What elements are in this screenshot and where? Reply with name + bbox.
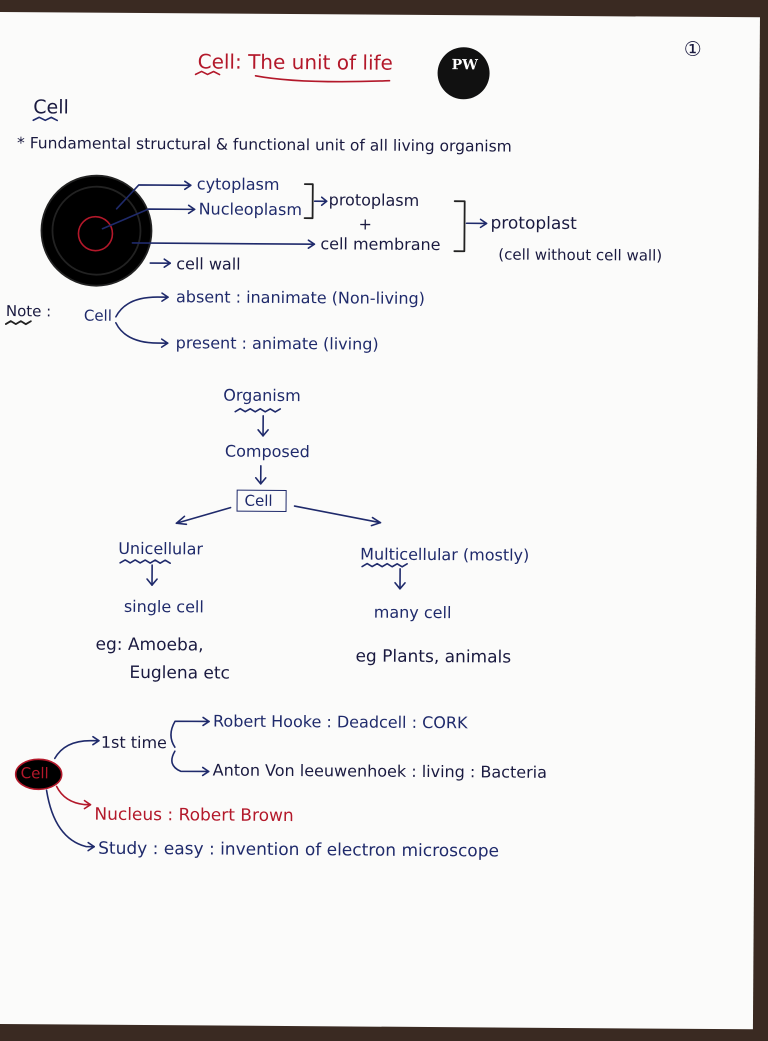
to-multicellular-arrow (294, 506, 380, 523)
cell-definition: * Fundamental structural & functional un… (17, 136, 512, 155)
protoplasm-bracket (305, 184, 313, 218)
study-text: Study : easy : invention of electron mic… (98, 841, 499, 861)
logo-text: PW (452, 57, 478, 73)
leeuwenhoek-text: Anton Von leeuwenhoek : living : Bacteri… (213, 763, 547, 781)
composed-label: Composed (225, 444, 310, 461)
present-text: present : animate (living) (176, 335, 379, 352)
cell-membrane-label: cell membrane (320, 236, 440, 253)
absent-text: absent : inanimate (Non-living) (176, 289, 425, 307)
note-cell: Cell (84, 309, 112, 324)
note-label: Note : (6, 304, 51, 319)
cytoplasm-label: cytoplasm (197, 176, 280, 193)
note-underline (6, 321, 31, 324)
cell-heading: Cell (33, 98, 69, 117)
nucleus-circle (78, 217, 112, 251)
handwritten-diagram-lines (0, 12, 768, 1041)
study-branch (46, 790, 94, 846)
history-cell-label: Cell (21, 766, 49, 781)
absent-branch (116, 297, 168, 317)
multicellular-label: Multicellular (mostly) (360, 547, 529, 564)
pw-logo: PW (437, 47, 489, 99)
cell-wall-label: cell wall (176, 256, 241, 272)
unicellular-label: Unicellular (118, 541, 203, 558)
protoplast-label: protoplast (490, 215, 576, 233)
to-unicellular-arrow (176, 507, 230, 523)
protoplasm-label: protoplasm (329, 192, 420, 209)
protoplast-bracket (454, 201, 464, 251)
page-title: Cell: The unit of life (198, 51, 393, 72)
page-number: ① (684, 39, 702, 59)
plus-sign: + (358, 217, 372, 233)
many-cell-label: many cell (374, 605, 452, 622)
flow-cell-label: Cell (245, 494, 273, 509)
single-cell-label: single cell (124, 599, 204, 616)
first-time-branch (55, 740, 99, 758)
membrane-arrow (132, 243, 314, 244)
protoplast-note: (cell without cell wall) (498, 247, 662, 263)
present-branch (116, 323, 168, 343)
title-underline (256, 76, 390, 82)
nucleoplasm-label: Nucleoplasm (199, 201, 302, 218)
hooke-text: Robert Hooke : Deadcell : CORK (213, 714, 468, 732)
nucleus-text: Nucleus : Robert Brown (94, 807, 293, 825)
organism-label: Organism (223, 388, 300, 405)
multicellular-example: eg Plants, animals (355, 648, 511, 666)
unicellular-example-line1: eg: Amoeba, (96, 637, 204, 655)
unicellular-example-line2: Euglena etc (129, 665, 230, 683)
first-time-label: 1st time (101, 735, 167, 751)
notebook-page: Cell: The unit of life ① PW Cell * Funda… (0, 12, 760, 1029)
